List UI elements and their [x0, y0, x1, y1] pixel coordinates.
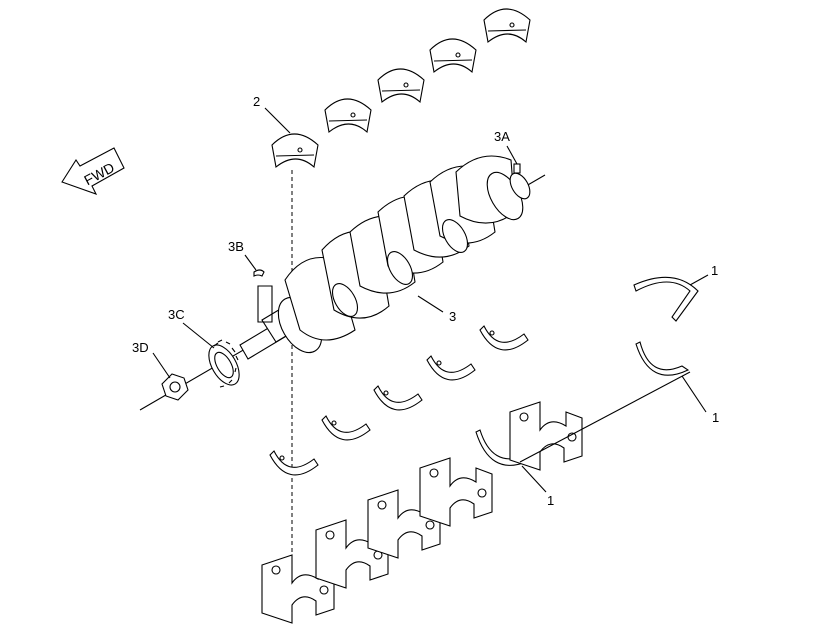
lower-bearing-shell: [479, 325, 529, 351]
upper-bearing-shell: [377, 68, 425, 104]
main-bearing-cap: [367, 489, 441, 559]
crankshaft: [139, 155, 546, 411]
main-bearing-cap: [261, 554, 335, 624]
lower-bearing-shells: [269, 325, 529, 476]
callout-1b: 1: [712, 410, 720, 425]
lower-bearing-shell: [373, 385, 423, 411]
upper-bearing-shell: [324, 98, 372, 134]
upper-bearing-shells: [271, 8, 531, 169]
callout-3d: 3D: [132, 340, 149, 355]
leader-lines: [152, 107, 709, 493]
lower-bearing-shell: [426, 355, 476, 381]
thrust-washer: [635, 341, 690, 376]
callout-1c: 1: [547, 493, 555, 508]
main-bearing-cap: [419, 457, 493, 527]
thrust-assembly-line: [519, 371, 691, 463]
upper-bearing-shell: [483, 8, 531, 44]
upper-bearing-shell: [429, 38, 477, 74]
lower-bearing-shell: [269, 450, 319, 476]
callout-3c: 3C: [168, 307, 185, 322]
crankshaft-gear-3c: [208, 339, 240, 388]
callout-3: 3: [449, 309, 457, 324]
callout-2: 2: [253, 94, 261, 109]
callout-3b: 3B: [228, 239, 244, 254]
crankshaft-nut-3d: [161, 373, 189, 401]
callout-3a: 3A: [494, 129, 510, 144]
dowel-pin-3a: [513, 163, 521, 174]
woodruff-key-3b: [253, 269, 273, 323]
forward-arrow-icon: FWD: [61, 147, 125, 195]
thrust-washers: [475, 276, 699, 466]
callout-1a: 1: [711, 263, 719, 278]
main-bearing-cap: [509, 401, 583, 471]
lower-bearing-shell: [321, 415, 371, 441]
main-bearing-caps: [261, 401, 583, 624]
thrust-washer: [633, 276, 699, 322]
upper-bearing-shell: [271, 133, 319, 169]
